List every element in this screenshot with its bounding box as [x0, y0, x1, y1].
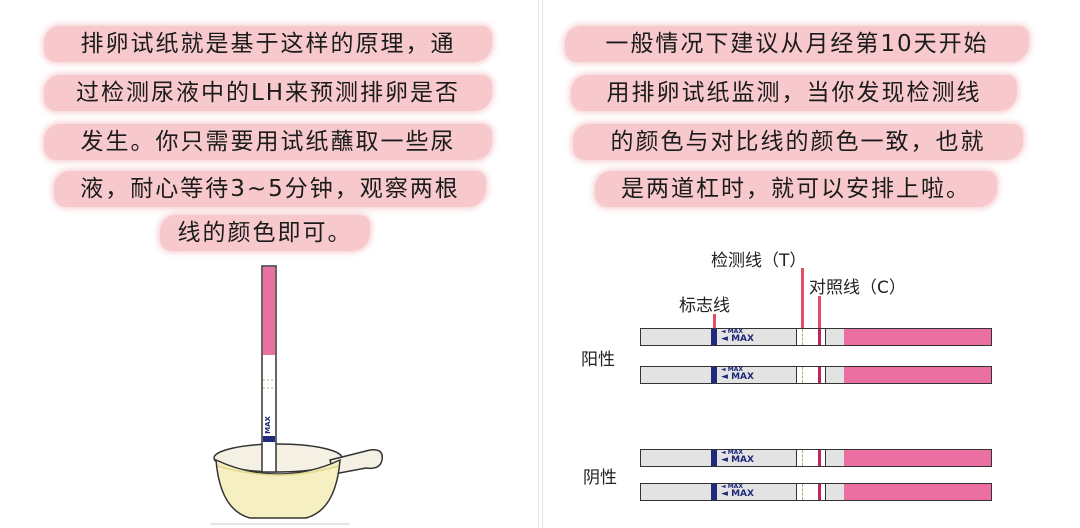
strip-pink-end: [844, 484, 991, 500]
test-line: [802, 367, 806, 383]
right-panel: 一般情况下建议从月经第10天开始 用排卵试纸监测，当你发现检测线 的颜色与对比线…: [542, 0, 1080, 528]
strip-marker: [263, 436, 275, 442]
reading-window: [796, 484, 826, 500]
strip-marker: [711, 450, 717, 466]
control-line: [818, 367, 821, 383]
strip-pink-end: [844, 367, 991, 383]
marker-line-label: 标志线: [679, 296, 730, 316]
marker-line-pointer: [713, 314, 716, 328]
test-line-pointer: [801, 268, 804, 328]
control-line-pointer: [818, 296, 821, 328]
text-line-1: 排卵试纸就是基于这样的原理，通: [44, 26, 492, 62]
strip-positive-2: ◄ MAX◄ MAX: [640, 483, 992, 501]
reading-window: [796, 329, 826, 345]
text-line-3: 的颜色与对比线的颜色一致，也就: [573, 124, 1023, 160]
max-icon: ◄ MAX◄ MAX: [721, 366, 754, 382]
text-line-2: 过检测尿液中的LH来预测排卵是否: [44, 75, 492, 111]
text-line-3: 发生。你只需要用试纸蘸取一些尿: [44, 124, 492, 160]
strip-pink-end: [263, 267, 275, 355]
strip-marker: [711, 329, 717, 345]
strip-max-text: MAX: [264, 416, 272, 434]
text-line-1: 一般情况下建议从月经第10天开始: [565, 26, 1029, 62]
test-line: [802, 484, 806, 500]
strip-negative-2: ◄ MAX◄ MAX: [640, 366, 992, 384]
control-line: [818, 329, 821, 345]
strip-negative-1: ◄ MAX◄ MAX: [640, 328, 992, 346]
max-icon: ◄ MAX◄ MAX: [721, 328, 754, 344]
test-line-label: 检测线（T）: [711, 251, 807, 271]
strip-pink-end: [844, 450, 991, 466]
test-line: [802, 329, 806, 345]
left-panel: 排卵试纸就是基于这样的原理，通 过检测尿液中的LH来预测排卵是否 发生。你只需要…: [0, 0, 539, 528]
control-line: [818, 450, 821, 466]
control-line-label: 对照线（C）: [809, 278, 906, 298]
cup-handle: [329, 448, 383, 475]
max-icon: ◄ MAX◄ MAX: [721, 483, 754, 499]
control-line: [818, 484, 821, 500]
reading-window: [796, 450, 826, 466]
cup-body: [215, 458, 341, 519]
test-line: [802, 450, 806, 466]
text-line-2: 用排卵试纸监测，当你发现检测线: [571, 75, 1017, 111]
text-line-4: 是两道杠时，就可以安排上啦。: [595, 171, 997, 207]
max-icon: ◄ MAX◄ MAX: [721, 449, 754, 465]
strip-in-cup-illustration: MAX: [210, 265, 383, 525]
strip-marker: [711, 367, 717, 383]
reading-window: [796, 367, 826, 383]
positive-label: 阴性: [583, 468, 617, 488]
text-line-5: 线的颜色即可。: [160, 215, 370, 251]
strip-marker: [711, 484, 717, 500]
strip-positive-1: ◄ MAX◄ MAX: [640, 449, 992, 467]
negative-label: 阳性: [581, 350, 615, 370]
text-line-4: 液，耐心等待3~5分钟，观察两根: [54, 171, 486, 207]
strip-pink-end: [844, 329, 991, 345]
liquid-surface: [217, 465, 339, 476]
